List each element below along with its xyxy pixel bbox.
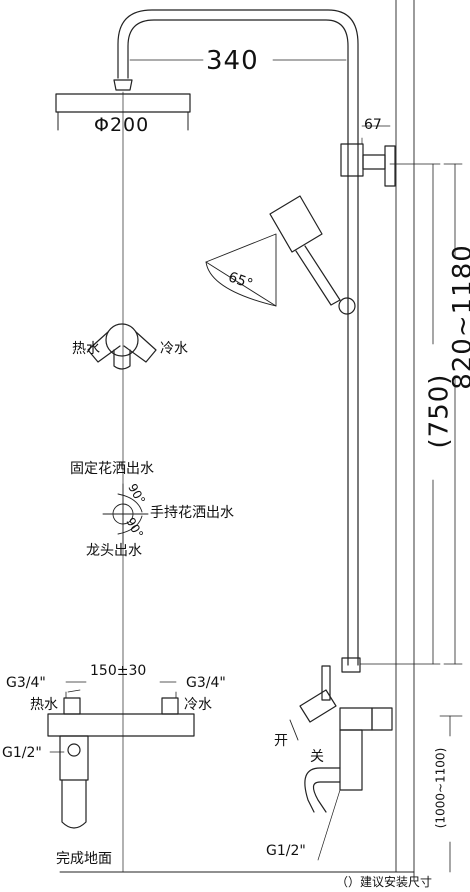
install-note: （）建议安装尺寸 — [336, 875, 433, 889]
dim-820-1180-line — [443, 163, 463, 665]
outlet-left-label: G1/2" — [2, 745, 42, 761]
hot-water-inlet-label: 热水 — [30, 697, 58, 713]
diverter-icon — [102, 483, 149, 545]
dim-750-line — [359, 163, 441, 665]
mixer-handle-icon — [87, 323, 157, 370]
bath-mixer-front — [47, 691, 195, 829]
hand-shower — [269, 195, 356, 315]
dim-67-text: 67 — [364, 117, 382, 133]
top-wall-bracket — [340, 125, 396, 187]
tap-outlet-label: 龙头出水 — [86, 543, 142, 559]
dim-750-text: (750) — [424, 373, 455, 449]
outlet-right-label: G1/2" — [266, 843, 306, 859]
off-label: 关 — [310, 749, 324, 765]
dim-1000-line — [439, 715, 463, 873]
cold-water-inlet-label: 冷水 — [184, 697, 212, 713]
inlet-right-label: G3/4" — [186, 675, 226, 691]
bath-mixer-side — [289, 657, 393, 813]
hand-shower-label: 手持花洒出水 — [150, 505, 234, 521]
on-label: 开 — [274, 733, 288, 749]
dim-1000-1100-text: (1000~1100) — [433, 747, 448, 829]
cold-water-label: 冷水 — [160, 341, 188, 357]
floor-label: 完成地面 — [56, 851, 112, 867]
dim-340-text: 340 — [206, 46, 259, 76]
dim-head-diameter-text: Φ200 — [94, 114, 150, 136]
hot-water-label: 热水 — [72, 341, 100, 357]
angle-65-sector — [205, 233, 277, 307]
fixed-shower-label: 固定花洒出水 — [70, 461, 154, 477]
arm-connector — [113, 79, 133, 91]
leader-lines — [49, 689, 341, 861]
inlet-left-label: G3/4" — [6, 675, 46, 691]
wall-lines — [395, 0, 415, 881]
dim-spacing-text: 150±30 — [90, 663, 147, 679]
riser-pipe — [117, 9, 359, 666]
dim-820-1180-text: 820~1180 — [447, 244, 470, 390]
